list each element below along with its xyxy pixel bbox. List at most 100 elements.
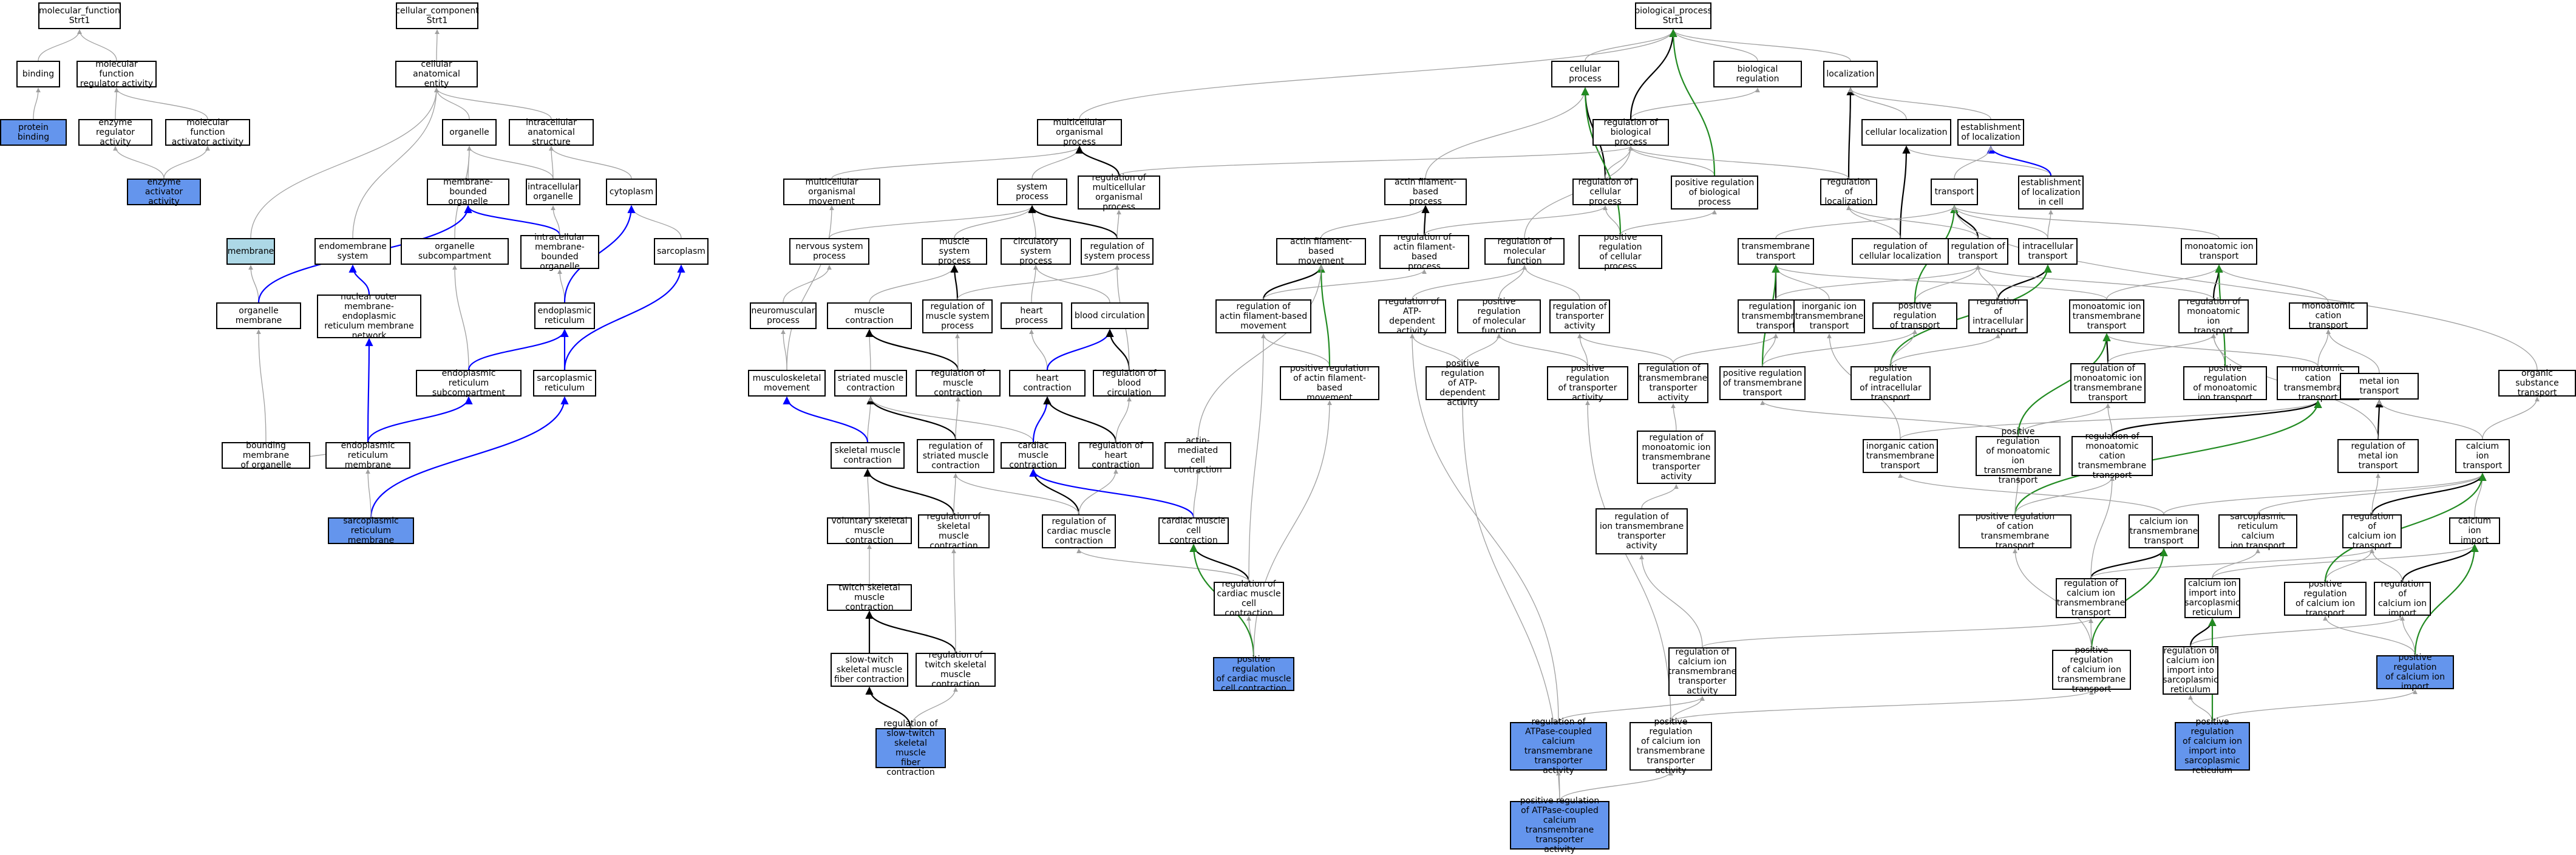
node-pratpc[interactable]: positive regulation of ATPase-coupled ca… [1510, 796, 1609, 854]
node-rmetal[interactable]: regulation of metal ion transport [2337, 439, 2419, 473]
node-rcl[interactable]: regulation of cellular localization [1852, 238, 1949, 265]
node-localization[interactable]: localization [1823, 61, 1878, 87]
node-ias[interactable]: intracellular anatomical structure [509, 118, 594, 147]
node-er[interactable]: endoplasmic reticulum [534, 302, 595, 329]
node-rsp[interactable]: regulation of system process [1081, 238, 1154, 265]
node-imbo[interactable]: intracellular membrane-bounded organelle [520, 233, 599, 271]
node-mitt[interactable]: monoatomic ion transmembrane transport [2069, 299, 2144, 333]
node-prmit[interactable]: positive regulation of monoatomic ion tr… [2183, 364, 2267, 403]
node-prcaimpsr[interactable]: positive regulation of calcium ion impor… [2175, 717, 2250, 775]
node-rcait[interactable]: regulation of calcium ion transport [2342, 512, 2402, 551]
node-mf[interactable]: molecular_function Strt1 [38, 2, 121, 29]
node-rsmc[interactable]: regulation of striated muscle contractio… [917, 439, 994, 473]
node-prafbm[interactable]: positive regulation of actin filament-ba… [1280, 364, 1379, 403]
node-rafbm[interactable]: regulation of actin filament-based movem… [1215, 299, 1311, 333]
node-mfra[interactable]: molecular function regulator activity [76, 60, 157, 89]
node-cellproc[interactable]: cellular process [1551, 61, 1619, 87]
node-transport[interactable]: transport [1931, 179, 1978, 205]
node-srcait[interactable]: sarcoplasmic reticulum calcium ion trans… [2218, 512, 2297, 551]
node-msp[interactable]: muscle system process [922, 237, 987, 266]
node-pratp[interactable]: positive regulation of ATP-dependent act… [1426, 359, 1500, 407]
node-rmsp[interactable]: regulation of muscle system process [922, 299, 993, 333]
node-circ[interactable]: circulatory system process [1001, 237, 1071, 266]
node-prict[interactable]: positive regulation of intracellular tra… [1850, 364, 1931, 403]
node-ratp[interactable]: regulation of ATP-dependent activity [1378, 297, 1446, 336]
node-nuclear[interactable]: nuclear outer membrane-endoplasmic retic… [317, 292, 421, 341]
node-rbp[interactable]: regulation of biological process [1592, 118, 1669, 147]
node-estlocc[interactable]: establishment of localization in cell [2018, 175, 2084, 209]
node-prcaitta[interactable]: positive regulation of calcium ion trans… [1630, 717, 1712, 775]
node-rafbp[interactable]: regulation of actin filament-based proce… [1379, 233, 1469, 271]
node-mfact[interactable]: molecular function activator activity [165, 118, 250, 147]
node-io[interactable]: intracellular organelle [526, 179, 580, 205]
node-prcaimp[interactable]: positive regulation of calcium ion impor… [2376, 653, 2454, 692]
node-srm[interactable]: sarcoplasmic reticulum membrane [328, 516, 414, 545]
node-iitt[interactable]: inorganic ion transmembrane transport [1793, 299, 1865, 333]
node-rtta[interactable]: regulation of transmembrane transporter … [1638, 363, 1708, 403]
node-rststsmfc[interactable]: regulation of slow-twitch skeletal muscl… [875, 719, 946, 777]
node-bioreg[interactable]: biological regulation [1713, 61, 1802, 87]
node-caimpsr[interactable]: calcium ion import into sarcoplasmic ret… [2184, 578, 2240, 618]
node-cmcc[interactable]: cardiac muscle cell contraction [1158, 516, 1229, 545]
node-prcaitt[interactable]: positive regulation of calcium ion trans… [2052, 646, 2131, 694]
node-tsmc[interactable]: twitch skeletal muscle contraction [827, 583, 912, 612]
node-rcp[interactable]: regulation of cellular process [1572, 177, 1638, 206]
node-caimp[interactable]: calcium ion import [2449, 516, 2500, 545]
node-mbo[interactable]: membrane-bounded organelle [427, 177, 509, 206]
node-afbp[interactable]: actin filament-based process [1384, 177, 1467, 206]
node-rmop[interactable]: regulation of multicellular organismal p… [1078, 173, 1160, 212]
node-rhc[interactable]: regulation of heart contraction [1078, 441, 1154, 470]
node-cait[interactable]: calcium ion transport [2455, 439, 2510, 473]
node-rcmc[interactable]: regulation of cardiac muscle contraction [1042, 514, 1116, 548]
node-binding[interactable]: binding [16, 61, 60, 87]
node-stsmfc[interactable]: slow-twitch skeletal muscle fiber contra… [831, 653, 908, 687]
node-rtransport[interactable]: regulation of transport [1948, 238, 2008, 265]
node-rict[interactable]: regulation of intracellular transport [1968, 297, 2028, 336]
node-rloc[interactable]: regulation of localization [1820, 177, 1877, 206]
node-prcp[interactable]: positive regulation of cellular process [1579, 233, 1662, 271]
node-sarcoplasm[interactable]: sarcoplasm [654, 238, 709, 265]
node-caitt[interactable]: calcium ion transmembrane transport [2129, 514, 2199, 548]
node-vsmc[interactable]: voluntary skeletal muscle contraction [827, 516, 912, 545]
node-rmitt[interactable]: regulation of monoatomic ion transmembra… [2070, 363, 2146, 403]
node-rcaimpsr[interactable]: regulation of calcium ion import into sa… [2163, 646, 2218, 695]
node-prmitt[interactable]: positive regulation of monoatomic ion tr… [1976, 427, 2061, 485]
node-cellloc[interactable]: cellular localization [1861, 119, 1951, 146]
node-prcait[interactable]: positive regulation of calcium ion trans… [2284, 579, 2367, 618]
node-membrane[interactable]: membrane [226, 238, 275, 265]
node-rmc[interactable]: regulation of muscle contraction [916, 369, 1001, 398]
node-prctt[interactable]: positive regulation of cation transmembr… [1959, 512, 2071, 551]
node-rta[interactable]: regulation of transporter activity [1549, 299, 1610, 333]
node-rmctt[interactable]: regulation of monoatomic cation transmem… [2071, 432, 2153, 480]
node-organelle[interactable]: organelle [442, 119, 497, 146]
node-mct[interactable]: monoatomic cation transport [2289, 301, 2368, 330]
node-bmo[interactable]: bounding membrane of organelle [222, 441, 310, 470]
node-cytoplasm[interactable]: cytoplasm [606, 179, 657, 205]
node-skm[interactable]: musculoskeletal movement [748, 370, 826, 397]
node-heartproc[interactable]: heart process [1001, 302, 1062, 329]
node-estloc[interactable]: establishment of localization [1957, 119, 2024, 146]
node-cc[interactable]: cellular_component Strt1 [395, 2, 479, 29]
node-ormem[interactable]: organelle membrane [216, 302, 301, 329]
node-enzact[interactable]: enzyme activator activity [127, 177, 201, 206]
node-rtsmc[interactable]: regulation of twitch skeletal muscle con… [916, 650, 996, 689]
node-afbm[interactable]: actin filament-based movement [1276, 237, 1366, 266]
node-mit[interactable]: monoatomic ion transport [2181, 238, 2257, 265]
node-neuro[interactable]: neuromuscular process [750, 302, 817, 329]
node-rmit[interactable]: regulation of monoatomic ion transport [2178, 297, 2249, 336]
node-rbc[interactable]: regulation of blood circulation [1093, 369, 1166, 398]
node-icatt[interactable]: inorganic cation transmembrane transport [1863, 439, 1938, 473]
node-rcaitta[interactable]: regulation of calcium ion transmembrane … [1668, 647, 1737, 696]
node-bp[interactable]: biological_process Strt1 [1634, 2, 1712, 29]
node-rskmc[interactable]: regulation of skeletal muscle contractio… [918, 512, 990, 551]
node-skmc[interactable]: skeletal muscle contraction [831, 442, 905, 469]
node-protbind[interactable]: protein binding [0, 119, 67, 146]
node-mop[interactable]: multicellular organismal process [1037, 118, 1122, 147]
node-ratpc[interactable]: regulation of ATPase-coupled calcium tra… [1510, 717, 1607, 775]
node-nsp[interactable]: nervous system process [789, 238, 869, 265]
node-prbp[interactable]: positive regulation of biological proces… [1671, 175, 1758, 209]
node-rcaimp[interactable]: regulation of calcium ion import [2374, 579, 2431, 618]
node-sr[interactable]: sarcoplasmic reticulum [533, 370, 596, 397]
node-prmf[interactable]: positive regulation of molecular functio… [1457, 297, 1541, 336]
node-mcontr[interactable]: muscle contraction [827, 302, 912, 329]
